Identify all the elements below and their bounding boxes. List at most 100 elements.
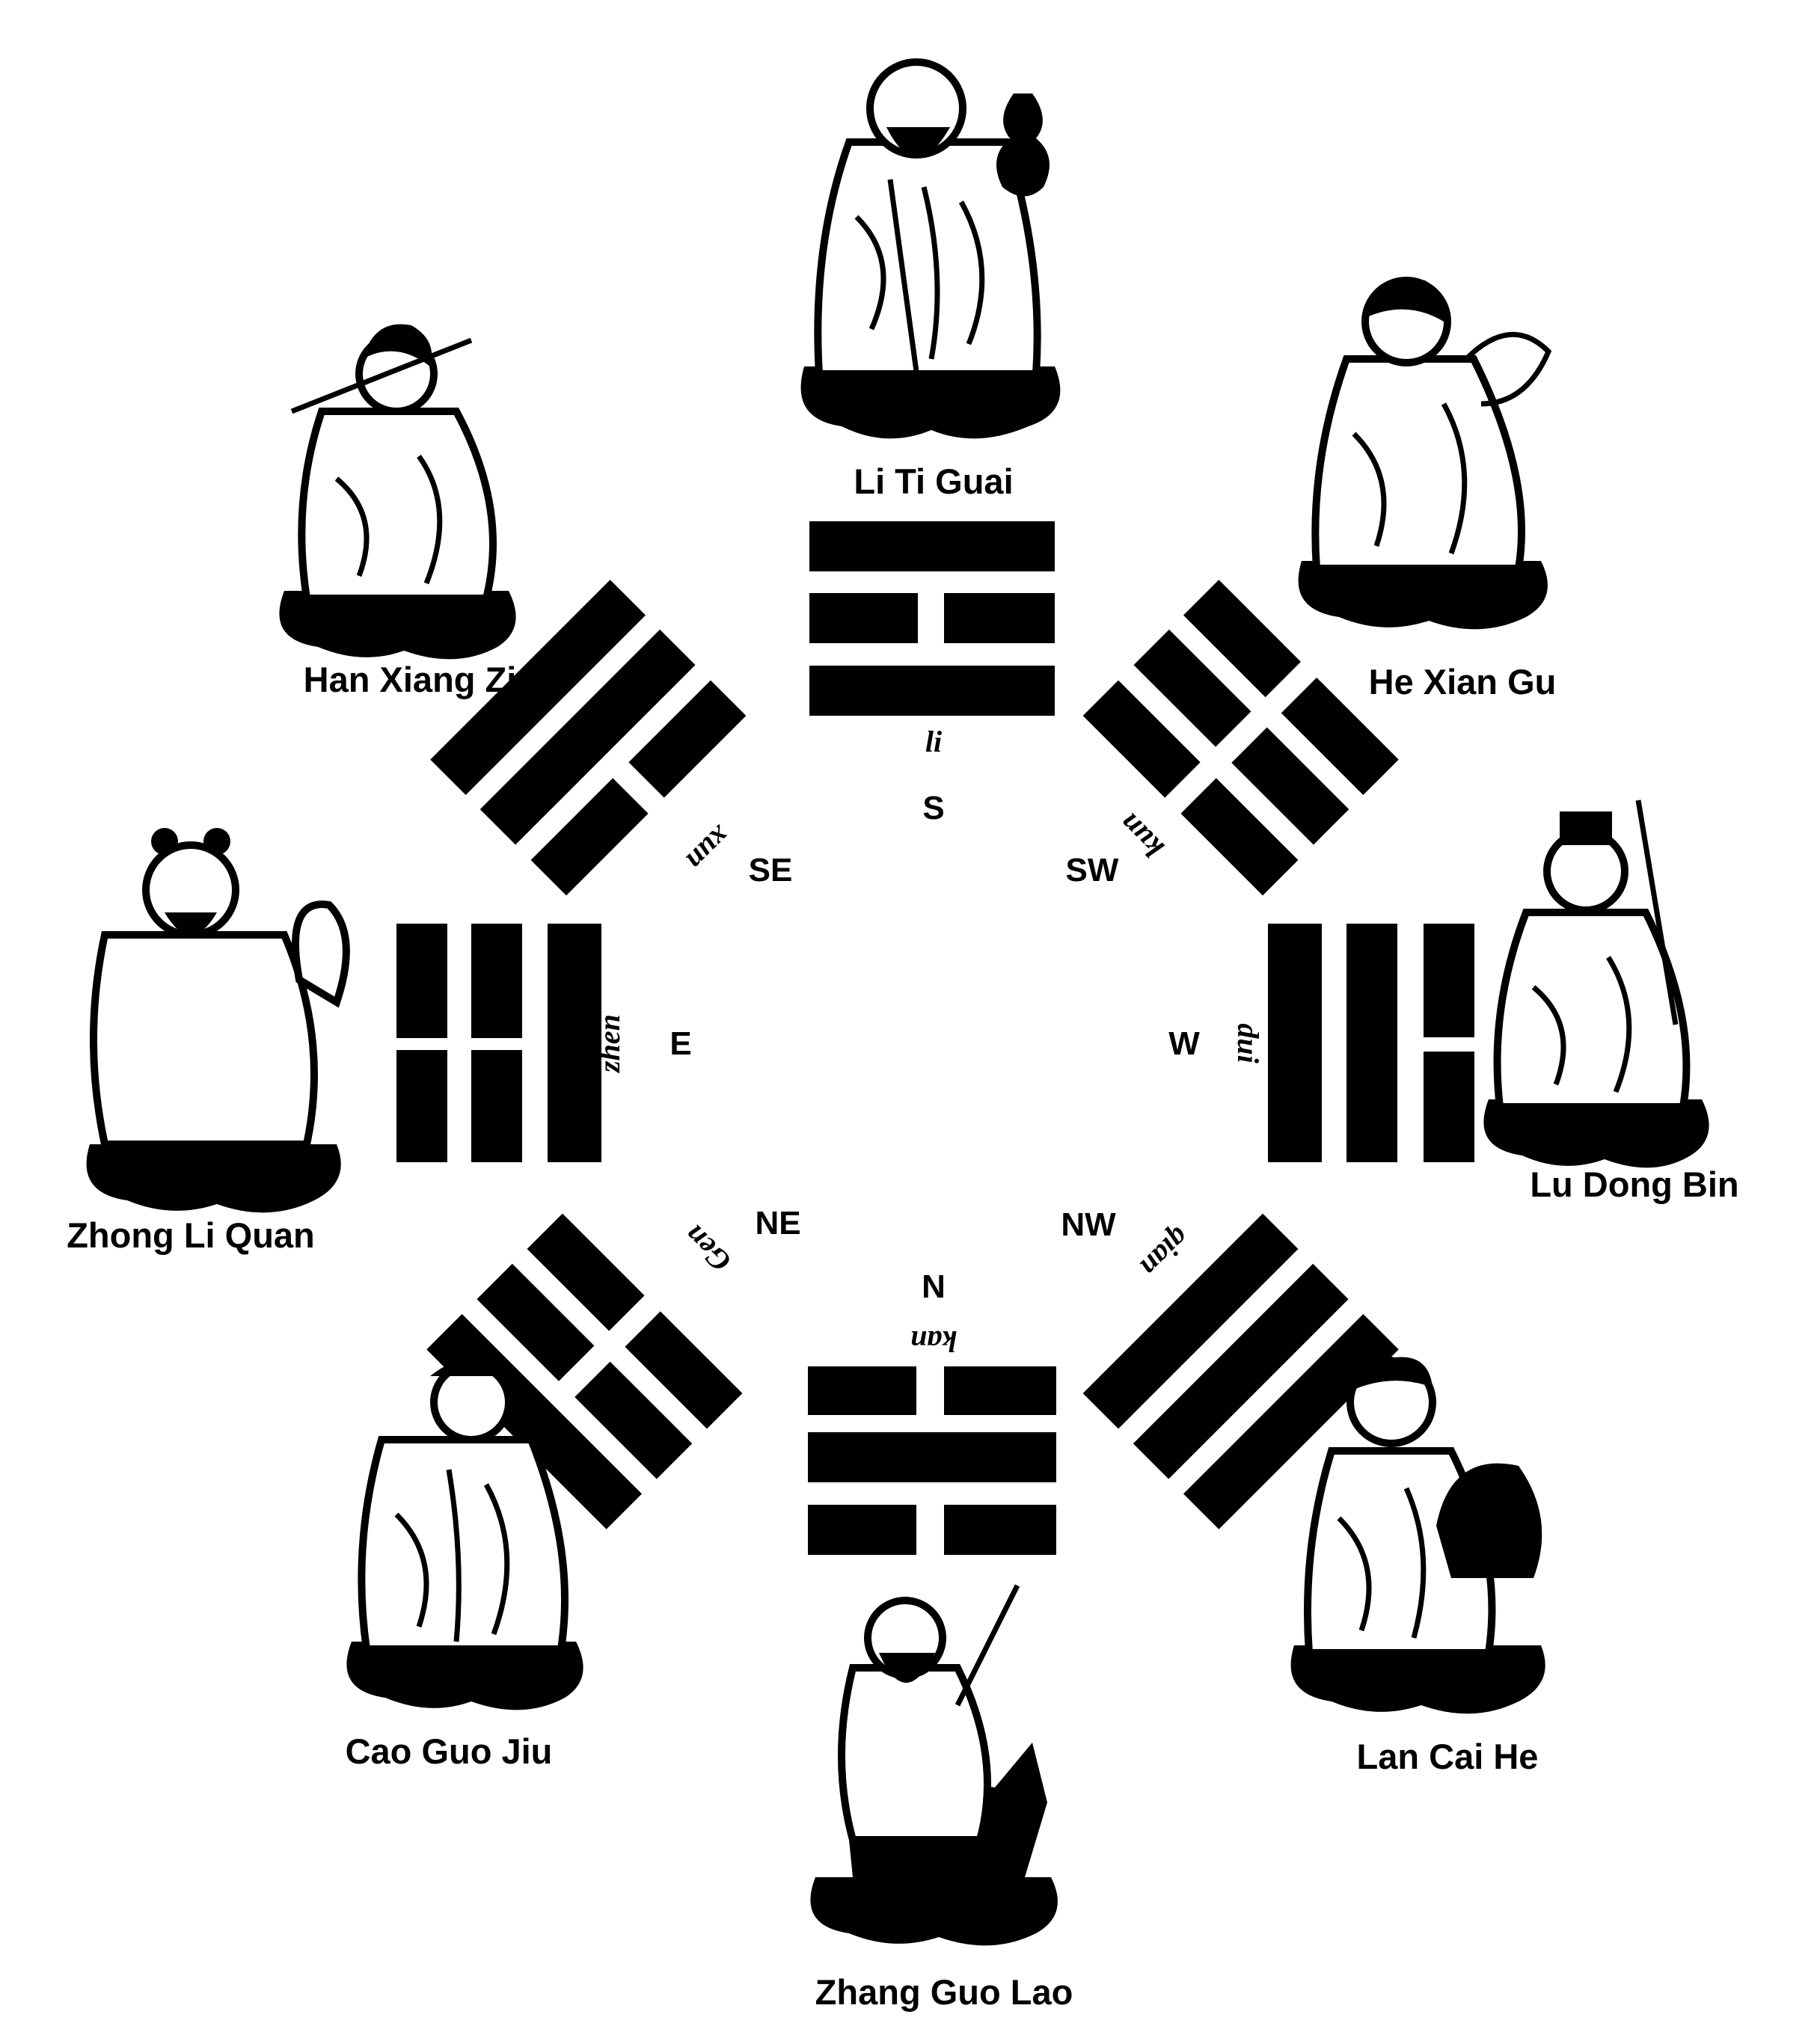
cloud-base xyxy=(800,366,1061,439)
cloud-base xyxy=(279,591,516,660)
trigram-line-half xyxy=(809,593,918,643)
trigram-line xyxy=(1346,924,1397,1162)
trigram-line-half xyxy=(1082,680,1201,798)
trigram-line xyxy=(430,580,646,796)
hair-knot xyxy=(151,828,178,855)
robe-folds xyxy=(1352,402,1468,555)
direction-s: S xyxy=(922,790,944,826)
trigram-line-half xyxy=(1424,1052,1474,1162)
trigram-line-half xyxy=(628,680,747,798)
sword xyxy=(1635,799,1679,1025)
trigram-line-half xyxy=(575,1361,693,1479)
hair-knot xyxy=(203,828,230,855)
fan xyxy=(292,900,350,1008)
figure-cao-guo-jiu xyxy=(346,1359,583,1710)
trigram-li xyxy=(809,521,1055,716)
direction-e: E xyxy=(670,1025,691,1062)
trigram-line-half xyxy=(944,1366,1056,1415)
label-cao-guo-jiu: Cao Guo Jiu xyxy=(346,1731,553,1771)
robe-folds xyxy=(1337,1487,1427,1639)
hat xyxy=(430,1359,512,1376)
label-lu-dong-bin: Lu Dong Bin xyxy=(1530,1164,1738,1204)
flute xyxy=(290,337,473,414)
hair xyxy=(1365,278,1446,322)
robe-folds xyxy=(334,454,443,585)
trigram-line-half xyxy=(808,1505,916,1555)
direction-sw: SW xyxy=(1066,852,1119,888)
trigram-line xyxy=(1268,924,1322,1162)
label-lan-cai-he: Lan Cai He xyxy=(1357,1737,1539,1776)
robe xyxy=(838,1664,991,1844)
trigram-line xyxy=(809,666,1055,716)
cloud-base xyxy=(810,1877,1058,1946)
cloud-base xyxy=(346,1642,583,1710)
trigram-line-half xyxy=(1133,629,1251,747)
trigram-kun xyxy=(1082,580,1399,896)
trigram-line-half xyxy=(527,1213,645,1331)
trigram-line-half xyxy=(477,1263,595,1381)
trigram-line-half xyxy=(1231,727,1349,845)
figure-li-ti-guai xyxy=(800,58,1061,439)
figure-lan-cai-he xyxy=(1290,1356,1545,1714)
trigram-line-half xyxy=(530,778,649,896)
robe-folds xyxy=(854,186,985,360)
trigram-line xyxy=(1082,1213,1299,1429)
label-zhang-guo-lao: Zhang Guo Lao xyxy=(815,1972,1073,2012)
robe xyxy=(1493,909,1691,1111)
trigram-name-kan: kan xyxy=(910,1325,957,1358)
drum-staff xyxy=(955,1584,1020,1707)
trigram-line-half xyxy=(471,924,522,1038)
direction-w: W xyxy=(1168,1025,1200,1062)
trigram-name-gen: Gen xyxy=(677,1218,738,1279)
crutch xyxy=(887,179,927,427)
trigram-kan xyxy=(808,1366,1056,1555)
robe xyxy=(298,408,497,602)
robe xyxy=(90,931,318,1148)
label-he-xian-gu: He Xian Gu xyxy=(1369,662,1557,702)
trigram-line xyxy=(809,521,1055,571)
beard xyxy=(879,1653,935,1683)
trigram-line-half xyxy=(471,1050,522,1162)
trigram-line-half xyxy=(396,924,447,1038)
trigram-line xyxy=(479,629,696,845)
trigram-line-half xyxy=(944,1505,1056,1555)
robe xyxy=(358,1436,569,1653)
trigram-line-half xyxy=(944,593,1055,643)
trigram-name-qian: qian xyxy=(1134,1221,1197,1284)
beard xyxy=(886,127,950,157)
figure-zhang-guo-lao xyxy=(810,1584,1058,1946)
flower-basket xyxy=(1436,1463,1542,1578)
cloud-base xyxy=(1290,1645,1545,1714)
trigram-line xyxy=(1183,1313,1399,1529)
cloud-base xyxy=(1298,561,1548,630)
trigram-name-xun: xun xyxy=(680,819,738,877)
trigram-xun xyxy=(430,580,747,896)
direction-n: N xyxy=(922,1268,946,1305)
trigram-name-kun: kun xyxy=(1112,807,1170,865)
cloud-base xyxy=(86,1144,341,1213)
cloud-base xyxy=(1483,1099,1709,1168)
robe-folds xyxy=(394,1469,510,1642)
trigram-line-half xyxy=(1183,580,1301,698)
trigram-name-zhen: zhen xyxy=(592,1014,626,1074)
trigram-line xyxy=(808,1432,1056,1482)
robe xyxy=(1311,355,1525,572)
trigram-line-half xyxy=(1180,778,1299,896)
direction-se: SE xyxy=(749,852,793,888)
beard xyxy=(165,912,217,935)
trigram-line-half xyxy=(625,1311,743,1429)
robe-folds xyxy=(1531,956,1632,1093)
trigram-name-dui: dui xyxy=(1231,1023,1265,1063)
trigram-line xyxy=(548,924,601,1162)
trigram-line-half xyxy=(1424,924,1474,1037)
trigram-dui xyxy=(1268,924,1474,1162)
trigram-line-half xyxy=(396,1050,447,1162)
robe xyxy=(814,138,1041,378)
label-li-ti-guai: Li Ti Guai xyxy=(854,461,1013,501)
trigram-qian xyxy=(1082,1213,1399,1529)
trigram-line-half xyxy=(808,1366,916,1415)
label-zhong-li-quan: Zhong Li Quan xyxy=(67,1215,315,1255)
hat xyxy=(1560,811,1612,845)
gourd xyxy=(996,93,1050,197)
